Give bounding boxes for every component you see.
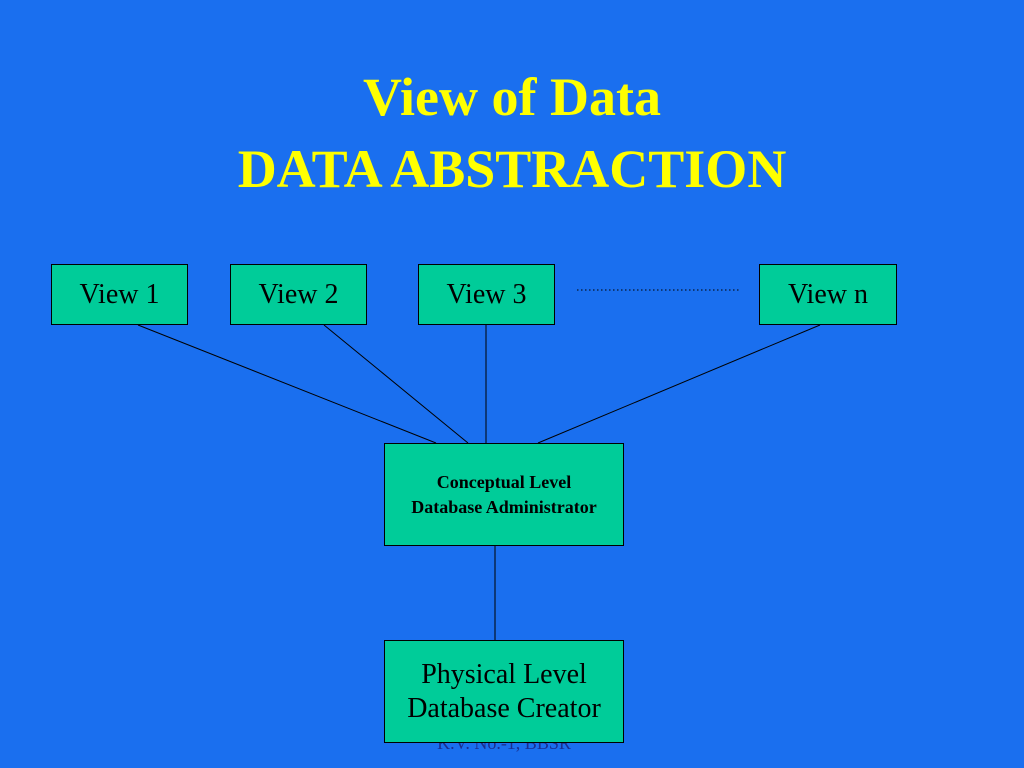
database-administrator-label: Database Administrator [411,496,597,517]
view-n-label: View n [788,278,868,310]
slide-title: View of Data [363,67,661,127]
connector-view2-conceptual [323,324,469,444]
view-1-box: View 1 [51,264,188,325]
physical-level-label: Physical Level [421,658,587,690]
conceptual-level-label: Conceptual Level [436,472,572,493]
database-creator-label: Database Creator [407,692,601,724]
view-3-label: View 3 [446,278,527,310]
conceptual-level-box: Conceptual Level Database Administrator [384,443,624,546]
physical-level-box: Physical Level Database Creator [384,640,624,743]
view-n-box: View n [759,264,897,325]
connector-viewn-conceptual [537,324,821,444]
view-1-label: View 1 [79,278,160,310]
view-3-box: View 3 [418,264,555,325]
connector-view1-conceptual [137,324,437,444]
view-2-label: View 2 [258,278,339,310]
slide-subtitle: DATA ABSTRACTION [237,139,787,199]
view-2-box: View 2 [230,264,367,325]
